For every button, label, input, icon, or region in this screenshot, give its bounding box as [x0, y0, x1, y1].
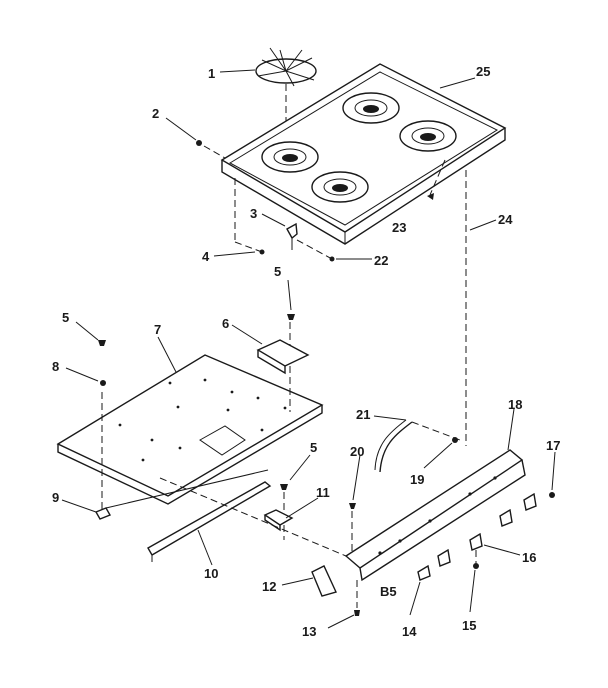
callout-5-lower: 5 [310, 440, 317, 455]
part-25-cooktop [220, 63, 507, 446]
part-13-screw [354, 580, 360, 616]
callout-4: 4 [202, 249, 210, 264]
part-5-screw-center [287, 314, 295, 320]
part-12-valve [311, 565, 337, 597]
part-21-tube [374, 419, 461, 473]
part-8-washer [100, 380, 106, 386]
callout-18: 18 [508, 397, 522, 412]
part-15-knob [473, 550, 479, 569]
part-23-clip [427, 193, 434, 200]
callout-19: 19 [410, 472, 424, 487]
callout-2: 2 [152, 106, 159, 121]
callout-15: 15 [462, 618, 476, 633]
callout-21: 21 [356, 407, 370, 422]
callout-labels: 1 2 25 3 23 24 4 22 5 5 6 7 8 21 18 17 5… [52, 64, 560, 639]
callout-11: 11 [316, 485, 330, 500]
callout-8: 8 [52, 359, 59, 374]
callout-5-left: 5 [62, 310, 69, 325]
callout-3: 3 [250, 206, 257, 221]
part-2-screw [196, 140, 226, 159]
callout-17: 17 [546, 438, 560, 453]
callout-13: 13 [302, 624, 316, 639]
callout-12: 12 [262, 579, 276, 594]
part-18-manifold-rail [159, 449, 526, 582]
part-16-knob [469, 532, 483, 551]
callout-5-center: 5 [274, 264, 281, 279]
part-4-screw [234, 241, 265, 255]
callout-16: 16 [522, 550, 536, 565]
callout-22: 22 [374, 253, 388, 268]
part-7-burner-box [56, 322, 324, 510]
diagram-code: B5 [380, 584, 397, 599]
callout-20: 20 [350, 444, 364, 459]
callout-10: 10 [204, 566, 218, 581]
callout-25: 25 [476, 64, 490, 79]
leader-lines [61, 69, 556, 629]
part-5-screw-left [98, 340, 106, 346]
part-22-screw [296, 239, 335, 262]
part-17-knob [549, 492, 555, 498]
callout-9: 9 [52, 490, 59, 505]
callout-7: 7 [154, 322, 161, 337]
part-10-rail [147, 481, 272, 562]
part-14-knob [417, 492, 537, 581]
callout-23: 23 [392, 220, 406, 235]
part-19-fitting [452, 437, 458, 443]
callout-1: 1 [208, 66, 215, 81]
part-20-screw [349, 503, 356, 552]
part-3-bracket [286, 222, 298, 250]
part-6-bracket [256, 339, 310, 375]
part-11-clip [263, 509, 294, 532]
callout-6: 6 [222, 316, 229, 331]
callout-24: 24 [498, 212, 513, 227]
part-9-rail [94, 469, 269, 520]
part-1-burner-spreader [255, 47, 317, 148]
callout-14: 14 [402, 624, 417, 639]
